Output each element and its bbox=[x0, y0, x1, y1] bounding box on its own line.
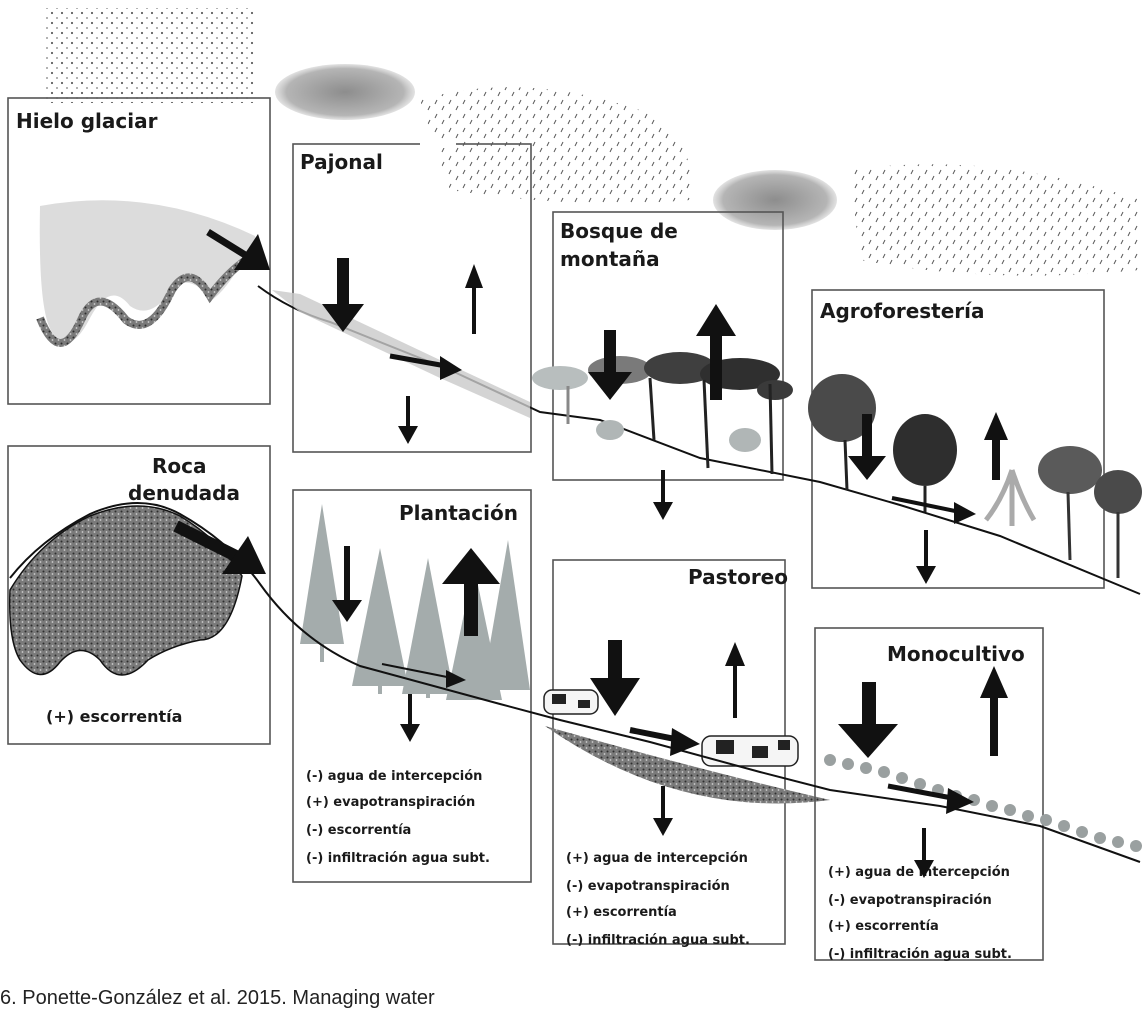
bare-rock bbox=[8, 505, 243, 676]
citation-text: 6. Ponette-González et al. 2015. Managin… bbox=[0, 987, 435, 1009]
cow-icon bbox=[543, 689, 599, 715]
crop-rows bbox=[824, 754, 1142, 852]
compacted-soil bbox=[545, 726, 830, 804]
panel-title: Monocultivo bbox=[887, 642, 1025, 666]
effect-label: (+) agua de intercepción bbox=[828, 865, 1010, 880]
effect-label: (-) evapotranspiración bbox=[828, 893, 992, 908]
effect-label: (+) agua de intercepción bbox=[566, 851, 748, 866]
effect-label: (-) evapotranspiración bbox=[566, 879, 730, 894]
agroforestry-trees bbox=[808, 374, 1142, 578]
panel-bosque-de-montana bbox=[552, 211, 784, 481]
panel-title: Pajonal bbox=[300, 150, 383, 174]
panel-roca-denudada bbox=[7, 445, 271, 745]
panel-title: Hielo glaciar bbox=[16, 109, 158, 133]
effect-label: (-) infiltración agua subt. bbox=[828, 947, 1012, 962]
ground-line-lower bbox=[9, 502, 1141, 863]
effect-label: (+) evapotranspiración bbox=[306, 795, 475, 810]
snowfall-texture bbox=[45, 8, 255, 103]
rain-texture bbox=[420, 87, 692, 204]
panel-plantacion bbox=[292, 489, 532, 883]
effect-label: (-) infiltración agua subt. bbox=[306, 851, 490, 866]
flow-arrows-bottom bbox=[173, 520, 1008, 878]
panel-agroforesteria bbox=[811, 289, 1105, 589]
flow-arrows-top bbox=[206, 229, 1008, 584]
panel-title: denudada bbox=[128, 481, 240, 505]
panel-hielo-glaciar bbox=[7, 97, 271, 405]
panel-title: Plantación bbox=[399, 501, 518, 525]
effect-label: (+) escorrentía bbox=[566, 905, 677, 920]
panel-title: Pastoreo bbox=[688, 565, 788, 589]
cloud-icon bbox=[713, 170, 837, 230]
cow-icon bbox=[701, 735, 799, 767]
effect-label: (-) infiltración agua subt. bbox=[566, 933, 750, 948]
effects-list: (-) agua de intercepción (+) evapotransp… bbox=[306, 769, 490, 866]
effect-label: (-) agua de intercepción bbox=[306, 769, 482, 784]
effects-list: (+) agua de intercepción (-) evapotransp… bbox=[828, 865, 1012, 962]
effect-label: (+) escorrentía bbox=[46, 707, 182, 726]
panel-title: Roca bbox=[152, 454, 207, 478]
glacier-rock-edge bbox=[36, 255, 263, 347]
panel-title: montaña bbox=[560, 247, 660, 271]
panel-monocultivo bbox=[814, 627, 1044, 961]
effect-label: (-) escorrentía bbox=[306, 823, 411, 838]
panel-title: Bosque de bbox=[560, 219, 678, 243]
effect-label: (+) escorrentía bbox=[828, 919, 939, 934]
forest-trees bbox=[532, 352, 793, 475]
rain-texture bbox=[850, 164, 1140, 276]
grassland-texture bbox=[272, 290, 530, 418]
cloud-icon bbox=[275, 64, 415, 120]
panel-title: Agroforestería bbox=[820, 299, 985, 323]
effects-list: (+) agua de intercepción (-) evapotransp… bbox=[566, 851, 750, 948]
